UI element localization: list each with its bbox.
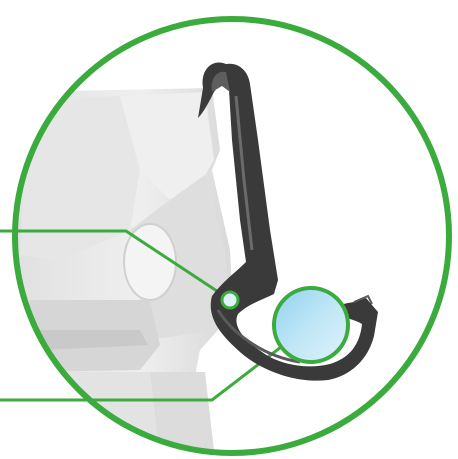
tube-cross-section <box>274 288 348 362</box>
pivot-point-marker <box>222 292 238 308</box>
